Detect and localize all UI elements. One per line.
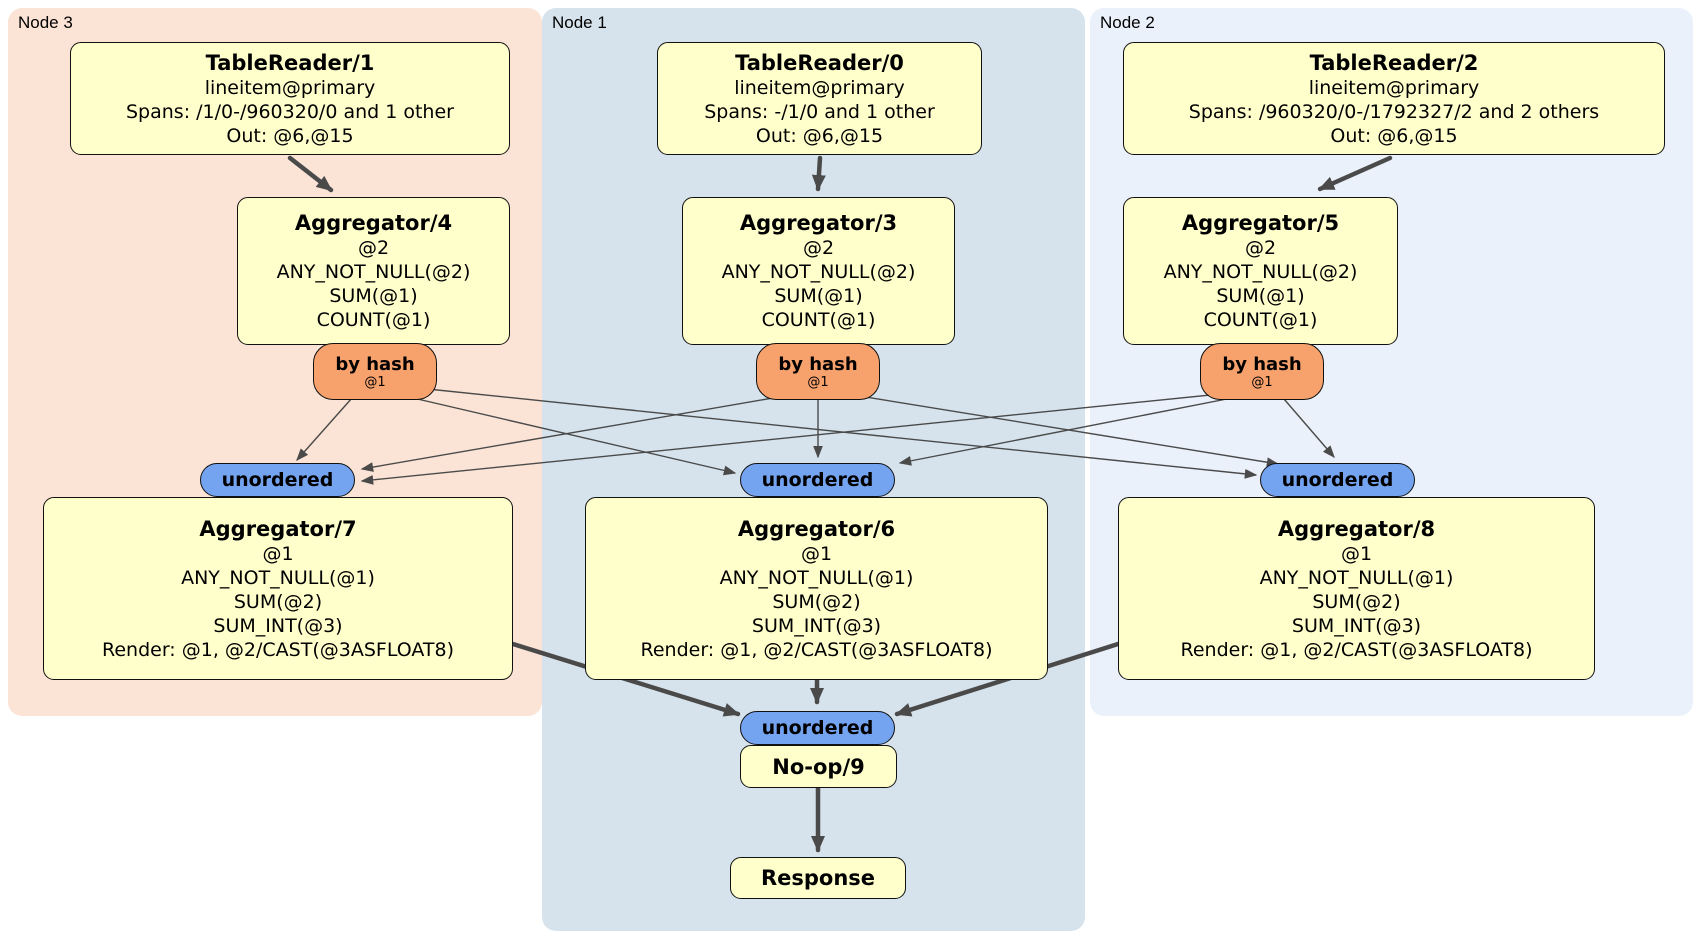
node-detail: Spans: /1/0-/960320/0 and 1 other bbox=[126, 100, 454, 123]
node-title: Aggregator/4 bbox=[294, 211, 453, 235]
node-aggregator-4: Aggregator/4 @2 ANY_NOT_NULL(@2) SUM(@1)… bbox=[237, 197, 510, 345]
node-detail: @1 bbox=[262, 542, 294, 565]
stream-label: unordered bbox=[221, 468, 334, 491]
node-detail: @1 bbox=[1340, 542, 1373, 565]
node-tablereader-0: TableReader/0 lineitem@primary Spans: -/… bbox=[657, 42, 982, 155]
node-title: Aggregator/8 bbox=[1277, 516, 1436, 541]
stream-unordered-node3: unordered bbox=[200, 463, 355, 497]
node-detail: SUM_INT(@3) bbox=[1291, 614, 1422, 637]
node-detail: SUM(@2) bbox=[772, 590, 861, 613]
node-detail: SUM_INT(@3) bbox=[751, 614, 882, 637]
node-title: Response bbox=[760, 866, 876, 890]
stream-label: unordered bbox=[1281, 468, 1394, 491]
node-title: TableReader/2 bbox=[1309, 50, 1479, 75]
node-detail: ANY_NOT_NULL(@2) bbox=[721, 261, 916, 283]
node-detail: SUM_INT(@3) bbox=[213, 614, 343, 637]
node-detail: Render: @1, @2/CAST(@3ASFLOAT8) bbox=[102, 638, 454, 661]
edge-tablereader0-aggregator3 bbox=[811, 155, 826, 192]
node-detail: Out: @6,@15 bbox=[1330, 124, 1458, 147]
edge-byhash1-unordered2 bbox=[840, 392, 1280, 468]
router-by-hash-node1: by hash @1 bbox=[756, 343, 880, 400]
node-detail: SUM(@1) bbox=[1216, 285, 1305, 307]
node-detail: lineitem@primary bbox=[1308, 76, 1480, 99]
node-detail: ANY_NOT_NULL(@1) bbox=[1259, 566, 1454, 589]
edge-byhash2-unordered3 bbox=[360, 391, 1241, 485]
edge-tablereader1-aggregator4 bbox=[287, 155, 334, 193]
router-label: by hash bbox=[778, 353, 858, 375]
node-detail: Out: @6,@15 bbox=[226, 124, 354, 147]
node-detail: Spans: /960320/0-/1792327/2 and 2 others bbox=[1188, 100, 1600, 123]
router-hash-columns: @1 bbox=[1251, 374, 1273, 390]
node-aggregator-5: Aggregator/5 @2 ANY_NOT_NULL(@2) SUM(@1)… bbox=[1123, 197, 1398, 345]
group-node1-label: Node 1 bbox=[552, 13, 607, 32]
edge-byhash2-unordered2 bbox=[1283, 398, 1335, 459]
node-detail: Spans: -/1/0 and 1 other bbox=[704, 100, 935, 123]
node-detail: lineitem@primary bbox=[204, 76, 376, 99]
node-title: Aggregator/7 bbox=[199, 516, 357, 541]
node-detail: SUM(@1) bbox=[774, 285, 863, 307]
node-detail: lineitem@primary bbox=[734, 76, 905, 99]
node-aggregator-6: Aggregator/6 @1 ANY_NOT_NULL(@1) SUM(@2)… bbox=[585, 497, 1048, 680]
node-response: Response bbox=[730, 857, 906, 899]
stream-unordered-final: unordered bbox=[740, 711, 895, 745]
node-detail: ANY_NOT_NULL(@2) bbox=[1163, 261, 1358, 283]
router-label: by hash bbox=[1222, 353, 1302, 375]
node-detail: ANY_NOT_NULL(@1) bbox=[719, 566, 914, 589]
edge-byhash2-unordered1 bbox=[898, 395, 1243, 466]
node-detail: ANY_NOT_NULL(@1) bbox=[181, 566, 375, 589]
router-by-hash-node3: by hash @1 bbox=[313, 343, 437, 400]
node-noop-9: No-op/9 bbox=[740, 745, 897, 788]
node-tablereader-2: TableReader/2 lineitem@primary Spans: /9… bbox=[1123, 42, 1665, 155]
node-detail: ANY_NOT_NULL(@2) bbox=[276, 261, 471, 283]
node-aggregator-3: Aggregator/3 @2 ANY_NOT_NULL(@2) SUM(@1)… bbox=[682, 197, 955, 345]
edge-byhash3-unordered3 bbox=[296, 397, 353, 462]
node-title: TableReader/1 bbox=[205, 50, 375, 75]
node-title: TableReader/0 bbox=[735, 50, 904, 75]
router-by-hash-node2: by hash @1 bbox=[1200, 343, 1324, 400]
node-detail: Out: @6,@15 bbox=[755, 124, 884, 147]
node-detail: Render: @1, @2/CAST(@3ASFLOAT8) bbox=[640, 638, 993, 661]
router-hash-columns: @1 bbox=[807, 374, 829, 390]
edge-tablereader2-aggregator5 bbox=[1317, 155, 1393, 192]
router-label: by hash bbox=[335, 353, 415, 375]
node-detail: Render: @1, @2/CAST(@3ASFLOAT8) bbox=[1180, 638, 1533, 661]
node-detail: COUNT(@1) bbox=[761, 309, 876, 331]
stream-unordered-node1: unordered bbox=[740, 463, 895, 497]
node-tablereader-1: TableReader/1 lineitem@primary Spans: /1… bbox=[70, 42, 510, 155]
edge-byhash3-unordered2 bbox=[417, 387, 1258, 479]
node-aggregator-8: Aggregator/8 @1 ANY_NOT_NULL(@1) SUM(@2)… bbox=[1118, 497, 1595, 680]
node-title: Aggregator/6 bbox=[737, 516, 896, 541]
node-aggregator-7: Aggregator/7 @1 ANY_NOT_NULL(@1) SUM(@2)… bbox=[43, 497, 513, 680]
group-node3-label: Node 3 bbox=[18, 13, 73, 32]
node-detail: @2 bbox=[1244, 237, 1277, 259]
group-node2-label: Node 2 bbox=[1100, 13, 1155, 32]
node-detail: COUNT(@1) bbox=[316, 309, 431, 331]
edge-byhash1-unordered3 bbox=[360, 393, 797, 472]
node-detail: @2 bbox=[357, 237, 390, 259]
node-detail: SUM(@2) bbox=[1312, 590, 1401, 613]
stream-unordered-node2: unordered bbox=[1260, 463, 1415, 497]
node-title: Aggregator/5 bbox=[1181, 211, 1340, 235]
node-detail: COUNT(@1) bbox=[1203, 309, 1318, 331]
node-title: Aggregator/3 bbox=[739, 211, 898, 235]
node-title: No-op/9 bbox=[772, 754, 865, 779]
router-hash-columns: @1 bbox=[364, 374, 386, 390]
stream-label: unordered bbox=[761, 716, 874, 739]
node-detail: SUM(@2) bbox=[233, 590, 323, 613]
node-detail: @1 bbox=[800, 542, 833, 565]
stream-label: unordered bbox=[761, 468, 874, 491]
node-detail: @2 bbox=[802, 237, 835, 259]
node-detail: SUM(@1) bbox=[329, 285, 418, 307]
